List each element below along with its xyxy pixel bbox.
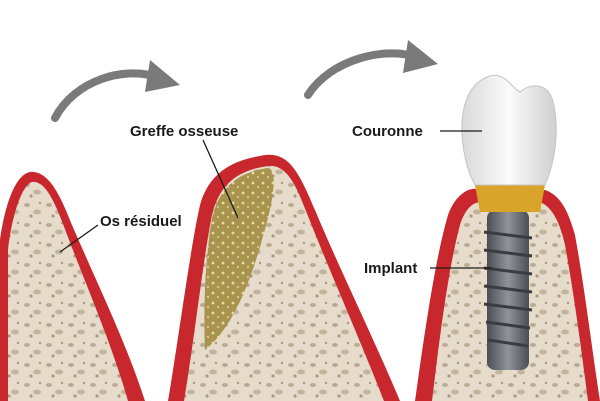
label-crown: Couronne [352,123,423,140]
residual-bone-ridge [0,171,145,401]
leader-line-bone-graft [202,139,239,219]
label-residual-bone: Os résiduel [100,213,182,230]
crown [461,74,557,186]
bone-graft-ridge [168,154,400,401]
implant-collar [475,185,545,212]
label-bone-graft: Greffe osseuse [130,123,238,140]
leader-line-residual-bone [59,224,99,253]
label-implant: Implant [364,260,417,277]
curved-arrow-icon [304,40,438,99]
implant-screw [483,210,533,370]
curved-arrow-icon [51,60,180,122]
